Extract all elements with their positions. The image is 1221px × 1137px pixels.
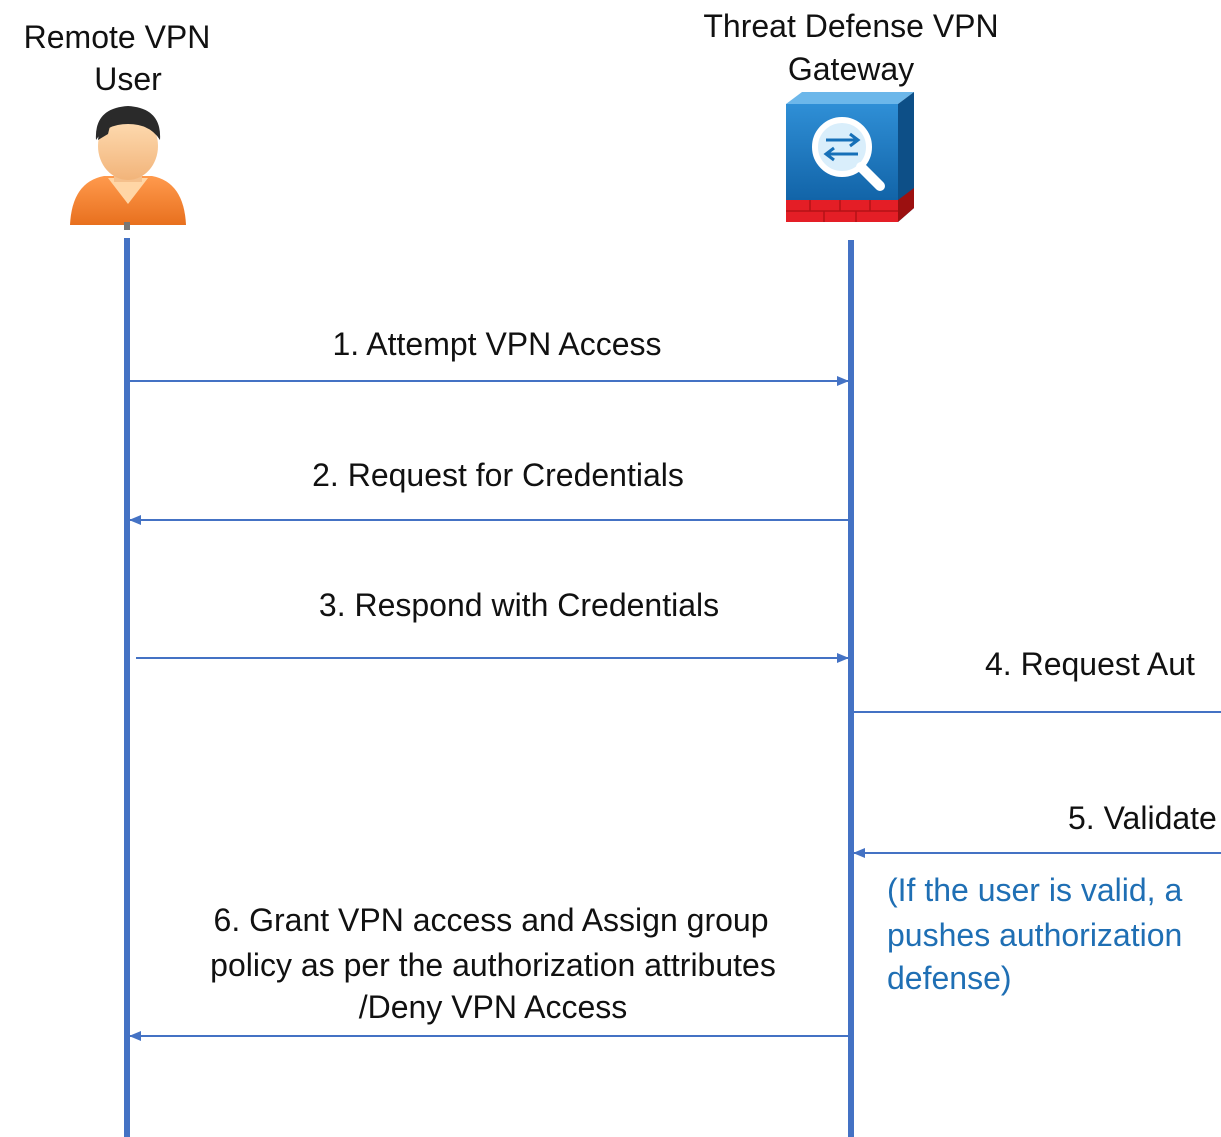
user-icon bbox=[70, 106, 186, 230]
validation-note-line3: defense) bbox=[887, 960, 1012, 996]
message-1-label: 1. Attempt VPN Access bbox=[332, 326, 661, 362]
gateway-title-line2: Gateway bbox=[788, 51, 914, 87]
message-4-label: 4. Request Aut bbox=[985, 646, 1195, 682]
gateway-title-line1: Threat Defense VPN bbox=[703, 8, 998, 44]
message-3-label: 3. Respond with Credentials bbox=[319, 587, 719, 623]
vpn-gateway-icon bbox=[786, 92, 914, 222]
message-6-label-line2: policy as per the authorization attribut… bbox=[210, 947, 776, 983]
validation-note-line1: (If the user is valid, a bbox=[887, 872, 1182, 908]
user-title-line2: User bbox=[94, 61, 162, 97]
validation-note-line2: pushes authorization bbox=[887, 917, 1182, 953]
message-2-label: 2. Request for Credentials bbox=[312, 457, 684, 493]
message-6-label-line1: 6. Grant VPN access and Assign group bbox=[214, 902, 769, 938]
message-6-label-line3: /Deny VPN Access bbox=[359, 989, 628, 1025]
message-5-label: 5. Validate bbox=[1068, 800, 1217, 836]
user-title-line1: Remote VPN bbox=[24, 19, 211, 55]
